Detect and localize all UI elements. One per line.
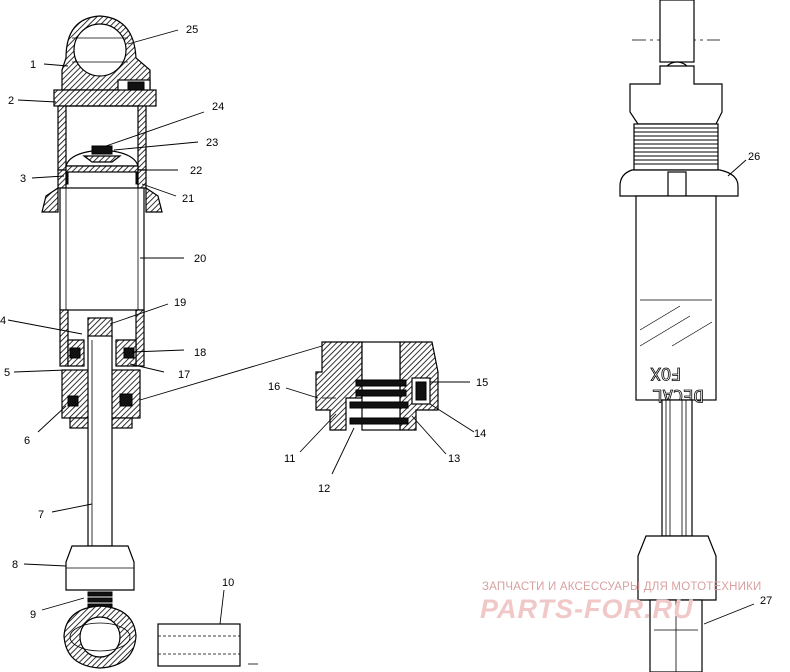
callout-10: 10	[222, 577, 234, 589]
piston-nut	[87, 317, 113, 339]
callout-9: 9	[30, 609, 36, 621]
callout-13: 13	[448, 453, 460, 465]
spring-perch-left	[41, 186, 59, 213]
callout-1: 1	[30, 59, 36, 71]
callout-17: 17	[178, 369, 190, 381]
exterior-bumper	[637, 535, 717, 601]
callout-20: 20	[194, 253, 206, 265]
callout-22: 22	[190, 165, 202, 177]
sectioned-shock	[41, 15, 163, 669]
callout-25: 25	[186, 24, 198, 36]
callout-21: 21	[182, 193, 194, 205]
exterior-body-tube	[635, 195, 717, 401]
callout-23: 23	[206, 137, 218, 149]
spring-perch-right	[145, 186, 163, 213]
callout-26: 26	[748, 151, 760, 163]
callout-3: 3	[20, 173, 26, 185]
callout-11: 11	[284, 453, 295, 465]
decal-text-line2: FOX	[650, 363, 681, 383]
threaded-section	[633, 123, 719, 171]
callout-14: 14	[474, 428, 486, 440]
callout-2: 2	[8, 95, 14, 107]
body-cap	[53, 89, 157, 107]
shock-body-tube	[59, 187, 145, 311]
watermark-logo: PARTS-FOR.RU	[480, 594, 694, 624]
bushing-sleeve	[157, 623, 258, 667]
exterior-shock: DECAL FOX	[619, 0, 739, 672]
callout-leaders	[7, 29, 755, 625]
top-cap	[629, 65, 723, 125]
callout-8: 8	[12, 559, 18, 571]
callout-7: 7	[38, 509, 44, 521]
callout-6: 6	[24, 435, 30, 447]
callout-19: 19	[174, 297, 186, 309]
watermark: ЗАПЧАСТИ И АКСЕССУАРЫ ДЛЯ МОТОТЕХНИКИ PA…	[480, 581, 762, 624]
callout-5: 5	[4, 367, 10, 379]
callout-27: 27	[760, 595, 772, 607]
callout-labels: 1 2 3 4 5 6 7 8 9 10 11 12 13 14 15 16 1…	[0, 24, 772, 621]
callout-16: 16	[268, 381, 280, 393]
seal-head-detail	[139, 341, 439, 431]
callout-12: 12	[318, 483, 330, 495]
top-eyelet-bore	[73, 23, 127, 77]
callout-18: 18	[194, 347, 206, 359]
watermark-caption: ЗАПЧАСТИ И АКСЕССУАРЫ ДЛЯ МОТОТЕХНИКИ	[482, 581, 762, 593]
callout-24: 24	[212, 101, 224, 113]
callout-4: 4	[0, 315, 6, 327]
exterior-shaft	[661, 399, 693, 537]
top-mount	[659, 0, 695, 63]
callout-15: 15	[476, 377, 488, 389]
